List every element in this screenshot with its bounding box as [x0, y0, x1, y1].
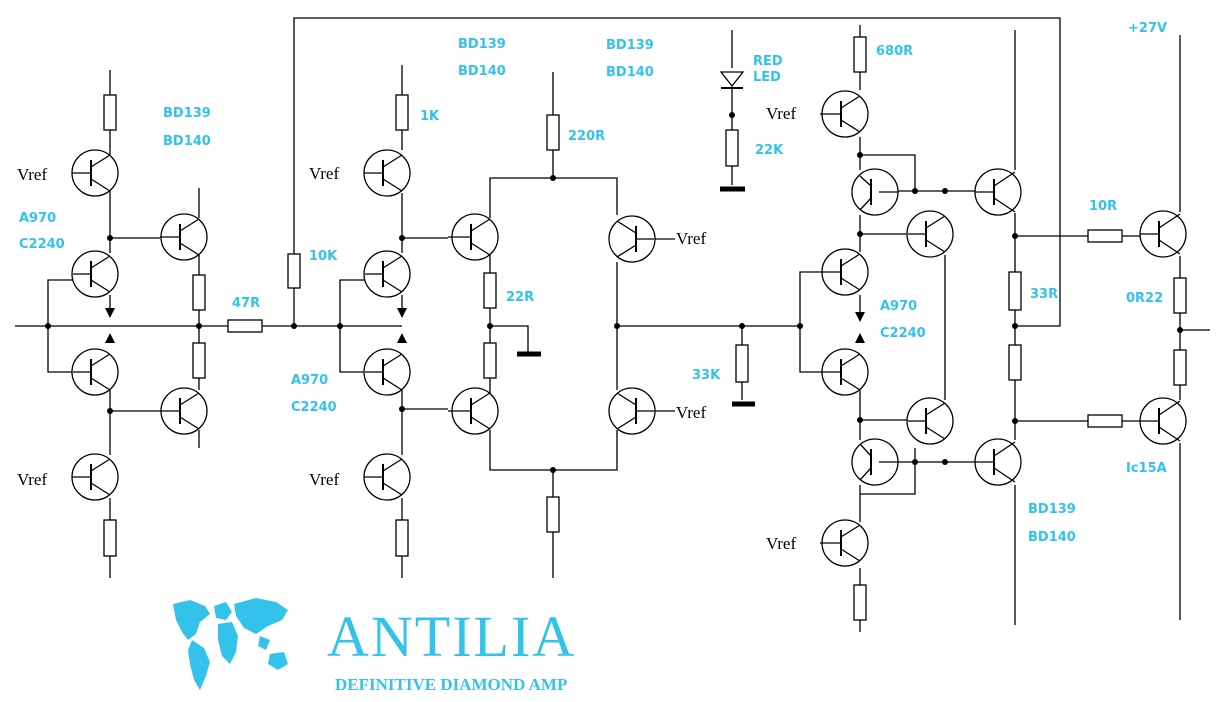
led-label: LED	[753, 70, 781, 85]
transistor-q8	[363, 250, 411, 298]
transistor-q2	[71, 250, 119, 298]
transistor-q23	[974, 168, 1022, 216]
transistor-q20	[906, 397, 954, 445]
component-labels: BD139 BD140 BD139 BD140 BD139 BD140 BD13…	[19, 21, 1167, 545]
vref-label: Vref	[309, 470, 339, 489]
transistor-q17	[906, 210, 954, 258]
part-label: C2240	[880, 326, 926, 341]
transistor-q26	[1139, 397, 1187, 445]
transistor-q5	[160, 213, 208, 261]
transistor-q10	[363, 453, 411, 501]
transistor-q11	[448, 213, 499, 261]
part-label: A970	[291, 373, 328, 388]
vref-label: Vref	[309, 164, 339, 183]
part-label: BD140	[606, 65, 654, 80]
resistor-label: 10R	[1089, 199, 1117, 214]
resistor-label: 22R	[506, 290, 534, 305]
part-label: A970	[19, 211, 56, 226]
transistor-q15	[820, 90, 869, 138]
vref-label: Vref	[17, 165, 47, 184]
vref-label: Vref	[676, 229, 706, 248]
led-label: RED	[753, 54, 783, 69]
world-map-logo	[173, 598, 288, 690]
vref-label: Vref	[766, 534, 796, 553]
vref-labels: Vref Vref Vref Vref Vref Vref Vref Vref	[17, 104, 796, 553]
part-label: BD139	[606, 38, 654, 53]
transistor-q24	[974, 438, 1022, 486]
resistor-label: 1K	[420, 109, 440, 124]
junction-dots	[45, 112, 1183, 473]
part-label: C2240	[291, 400, 337, 415]
vref-label: Vref	[676, 403, 706, 422]
resistor-label: 10K	[309, 249, 338, 264]
transistor-q3	[71, 348, 119, 396]
part-label: A970	[880, 299, 917, 314]
transistor-q21	[851, 438, 899, 486]
vref-label: Vref	[766, 104, 796, 123]
transistor-q18	[821, 248, 869, 296]
resistor-label: 33R	[1030, 287, 1058, 302]
transistor-q14	[608, 387, 656, 435]
ground-symbols	[517, 186, 755, 407]
transistor-q9	[363, 348, 411, 396]
resistor-label: 33K	[692, 368, 721, 383]
transistor-q22	[820, 519, 869, 567]
transistor-q13	[608, 215, 656, 263]
logo-subtitle: DEFINITIVE DIAMOND AMP	[335, 675, 567, 694]
transistors	[71, 90, 1187, 567]
resistor-label: 220R	[568, 129, 605, 144]
transistor-q7	[363, 149, 411, 197]
current-arrows	[105, 308, 865, 343]
transistor-q16	[851, 168, 899, 216]
current-label: Ic15A	[1126, 461, 1167, 476]
part-label: BD140	[163, 134, 211, 149]
transistor-q25	[1139, 210, 1187, 258]
red-led	[719, 71, 745, 89]
part-label: BD140	[1028, 530, 1076, 545]
part-label: BD139	[1028, 502, 1076, 517]
transistor-q4	[71, 453, 119, 501]
part-label: BD140	[458, 64, 506, 79]
resistor-label: 680R	[876, 44, 913, 59]
logo-title: ANTILIA	[327, 604, 576, 669]
resistor-label: 22K	[755, 143, 784, 158]
transistor-q19	[821, 348, 869, 396]
resistors	[103, 36, 1187, 621]
supply-label: +27V	[1128, 21, 1167, 36]
vref-label: Vref	[17, 470, 47, 489]
transistor-q12	[448, 387, 499, 435]
part-label: C2240	[19, 237, 65, 252]
resistor-label: 0R22	[1126, 291, 1163, 306]
transistor-q6	[160, 387, 208, 435]
part-label: BD139	[163, 106, 211, 121]
resistor-label: 47R	[232, 296, 260, 311]
transistor-q1	[71, 149, 119, 197]
part-label: BD139	[458, 37, 506, 52]
